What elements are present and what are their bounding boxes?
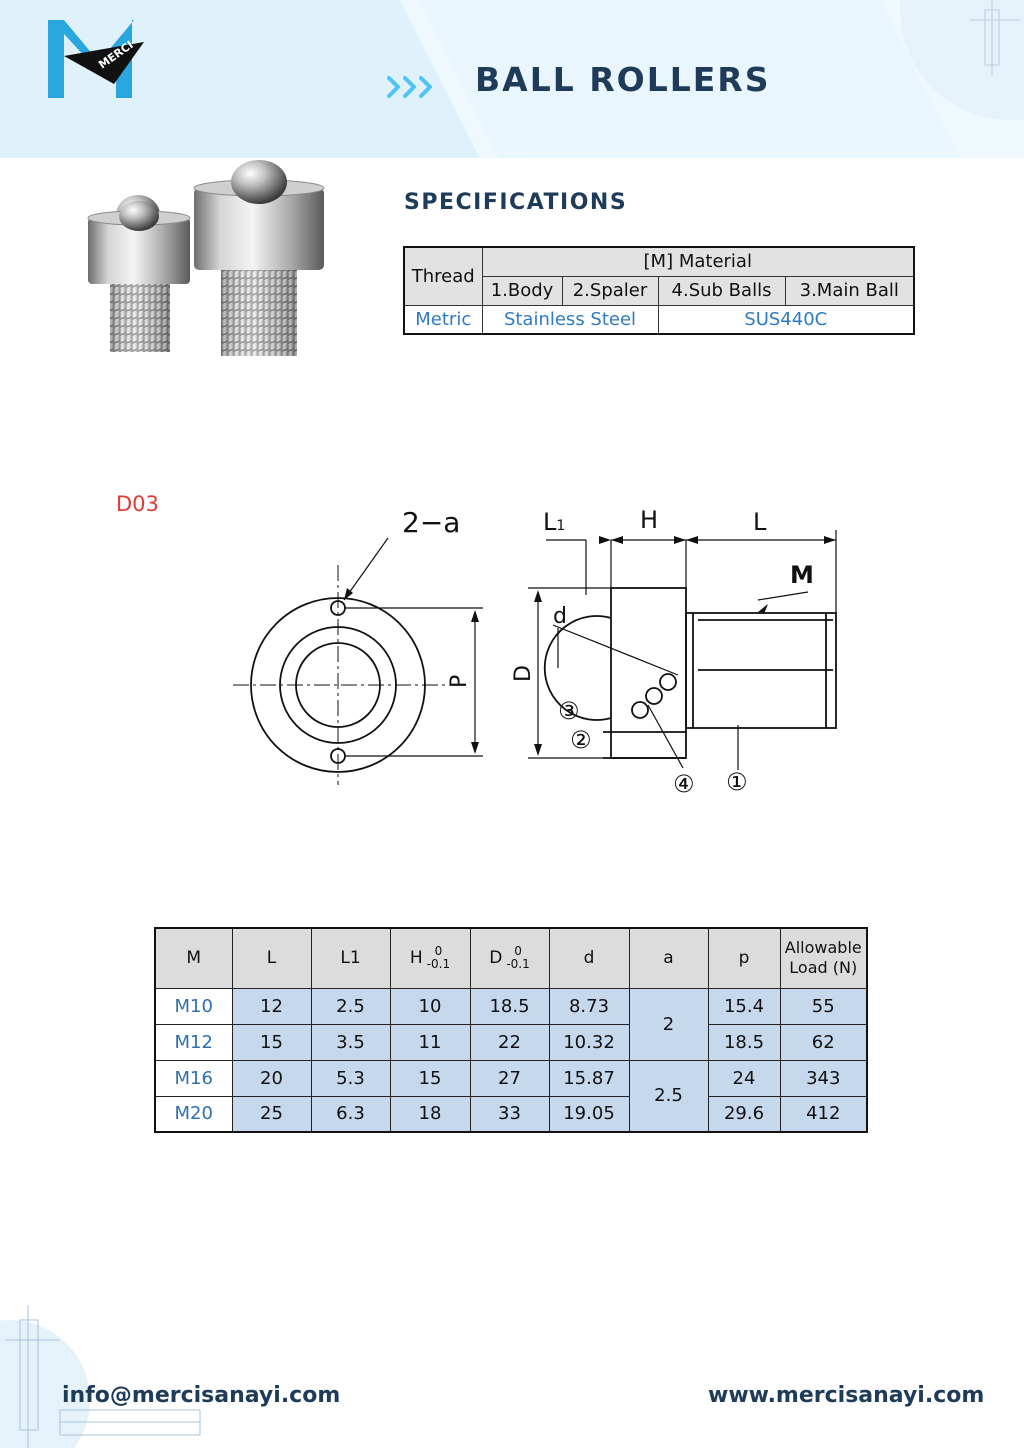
footer-website-link[interactable]: www.mercisanayi.com [708,1383,985,1408]
cell-l1: 3.5 [310,1023,391,1061]
svg-text:L1: L1 [543,508,565,536]
header-m: M [154,927,233,989]
table-row: M12 15 3.5 11 22 10.32 18.5 62 [154,1023,868,1061]
cell-d-big: 33 [469,1095,550,1133]
merci-logo: MERCI [48,20,144,98]
part-3-label: ③ [558,697,580,725]
cell-d-big: 27 [469,1059,550,1097]
header-band [0,0,1024,158]
cell-l1: 5.3 [310,1059,391,1097]
part-2-label: ② [570,726,592,754]
part-4-label: ④ [673,770,695,798]
cell-m: M10 [154,987,233,1025]
specifications-heading: SPECIFICATIONS [404,190,628,215]
cell-d: 8.73 [548,987,630,1025]
spec-col-main-ball: 3.Main Ball [784,275,915,306]
cell-m: M16 [154,1059,233,1097]
spec-thread-value: Metric [403,304,483,335]
cell-a: 2 [628,987,709,1061]
header-load-line1: Allowable [784,938,862,958]
cell-a: 2.5 [628,1059,709,1133]
cell-d: 10.32 [548,1023,630,1061]
label-h: H [640,506,658,534]
spec-col-body: 1.Body [481,275,563,306]
table-row: M10 12 2.5 10 18.5 8.73 2 15.4 55 [154,987,868,1061]
label-d-big: D [511,665,536,682]
cell-h: 18 [389,1095,471,1133]
header-l: L [231,927,312,989]
cell-p: 15.4 [707,987,781,1025]
part-1-label: ① [726,768,748,796]
cell-l: 12 [231,987,312,1025]
cell-d: 19.05 [548,1095,630,1133]
cell-h: 10 [389,987,471,1025]
spec-col-sub-balls: 4.Sub Balls [657,275,786,306]
label-p: P [447,675,472,688]
spec-header-thread: Thread [403,246,483,306]
spec-body-spacer-value: Stainless Steel [481,304,659,335]
header-h-tol-lower: -0.1 [426,957,451,972]
technical-drawing: 2−a P L1 H L M [233,506,837,798]
cell-load: 412 [779,1095,868,1133]
header-d-big-label: D [489,948,503,969]
cell-load: 55 [779,987,868,1025]
cell-h: 15 [389,1059,471,1097]
cell-m: M12 [154,1023,233,1061]
product-photo [87,160,325,356]
cell-l: 15 [231,1023,312,1061]
spec-balls-value: SUS440C [657,304,915,335]
footer-email-link[interactable]: info@mercisanayi.com [62,1383,341,1408]
drawing-label: D03 [116,492,159,516]
label-l1: L [543,508,557,536]
cell-h: 11 [389,1023,471,1061]
header-l1: L1 [310,927,391,989]
blueprint-decoration-footer [0,1305,201,1448]
cell-l1: 2.5 [310,987,391,1025]
label-m: M [790,561,814,589]
label-2-a: 2−a [402,506,460,539]
header-d: d [548,927,630,989]
cell-p: 29.6 [707,1095,781,1133]
header-load-line2: Load (N) [789,958,858,978]
cell-load: 62 [779,1023,868,1061]
cell-m: M20 [154,1095,233,1133]
table-row: M16 20 5.3 15 27 15.87 2.5 24 343 [154,1059,868,1133]
label-d-small: d [553,604,567,629]
cell-p: 24 [707,1059,781,1097]
header-h-tol-upper: 0 [434,944,443,959]
chevrons-icon [387,76,432,98]
cell-load: 343 [779,1059,868,1097]
header-a: a [628,927,709,989]
cell-l1: 6.3 [310,1095,391,1133]
material-spec-table: Thread [M] Material 1.Body 2.Spaler 4.Su… [403,246,915,335]
header-h-label: H [409,948,423,969]
spec-header-material: [M] Material [481,246,915,277]
cell-d-big: 18.5 [469,987,550,1025]
spec-col-spacer: 2.Spaler [561,275,659,306]
cell-l: 20 [231,1059,312,1097]
cell-d-big: 22 [469,1023,550,1061]
label-l: L [753,508,767,536]
cell-d: 15.87 [548,1059,630,1097]
label-l1-sub: 1 [556,518,565,534]
header-p: p [707,927,781,989]
cell-p: 18.5 [707,1023,781,1061]
cell-l: 25 [231,1095,312,1133]
header-d-tol-upper: 0 [514,944,522,959]
header-d-tol-lower: -0.1 [506,957,530,972]
table-row: M20 25 6.3 18 33 19.05 29.6 412 [154,1095,868,1133]
page-title: BALL ROLLERS [475,60,771,99]
blueprint-decoration [900,0,1024,120]
